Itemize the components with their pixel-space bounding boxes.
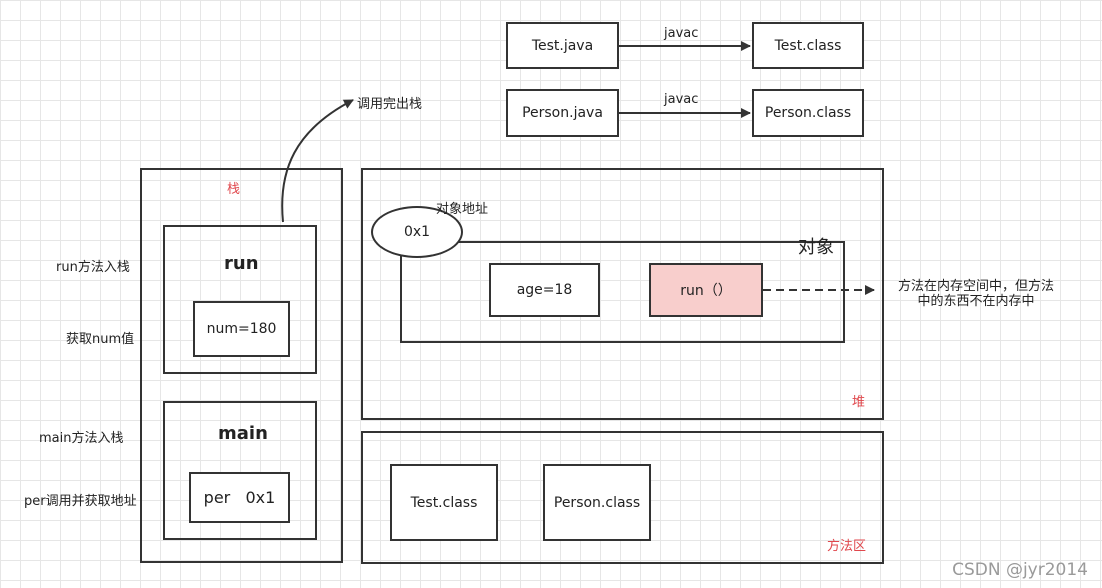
address-ellipse: 0x1 (371, 206, 463, 258)
main-frame-title: main (218, 423, 268, 444)
stack-region (140, 168, 343, 563)
side-label-get-num: 获取num值 (66, 332, 135, 347)
javac-label-2: javac (664, 92, 699, 107)
num-var-box: num=180 (193, 301, 290, 357)
test-class-area-label: Test.class (410, 494, 478, 511)
method-note-line1: 方法在内存空间中，但方法 (898, 279, 1055, 294)
side-label-per-call: per调用并获取地址 (24, 494, 137, 509)
address-label: 对象地址 (436, 202, 489, 217)
per-var-label: per 0x1 (203, 488, 276, 507)
test-java-label: Test.java (531, 37, 594, 54)
pop-stack-label: 调用完出栈 (357, 97, 423, 112)
heap-region (361, 168, 884, 420)
heap-title: 堆 (852, 395, 866, 410)
person-java-label: Person.java (522, 105, 603, 121)
watermark: CSDN @jyr2014 (952, 560, 1088, 580)
stack-title: 栈 (227, 182, 241, 197)
person-class-area-box: Person.class (543, 464, 651, 541)
method-note: 方法在内存空间中，但方法 中的东西不在内存中 (898, 279, 1054, 309)
person-class-label: Person.class (764, 105, 852, 121)
method-note-line2: 中的东西不在内存中 (917, 294, 1035, 309)
num-var-label: num=180 (206, 321, 277, 337)
main-frame (163, 401, 317, 540)
person-class-area-label: Person.class (553, 494, 641, 511)
per-var-box: per 0x1 (189, 472, 290, 523)
object-box (400, 241, 845, 343)
run-frame (163, 225, 317, 374)
method-area-region (361, 431, 884, 564)
side-label-main-push: main方法入栈 (39, 431, 124, 446)
run-method-box: run（） (649, 263, 763, 317)
side-label-run-push: run方法入栈 (56, 260, 130, 275)
method-area-title: 方法区 (827, 539, 867, 554)
test-class-box: Test.class (752, 22, 864, 69)
person-class-box: Person.class (752, 89, 864, 137)
age-field-label: age=18 (516, 282, 573, 298)
test-java-box: Test.java (506, 22, 619, 69)
object-label: 对象 (798, 237, 834, 258)
run-method-label: run（） (680, 283, 732, 299)
test-class-area-box: Test.class (390, 464, 498, 541)
person-java-box: Person.java (506, 89, 619, 137)
run-frame-title: run (224, 253, 259, 274)
age-field-box: age=18 (489, 263, 600, 317)
address-value: 0x1 (403, 224, 431, 240)
javac-label-1: javac (664, 26, 699, 41)
test-class-label: Test.class (774, 37, 842, 54)
